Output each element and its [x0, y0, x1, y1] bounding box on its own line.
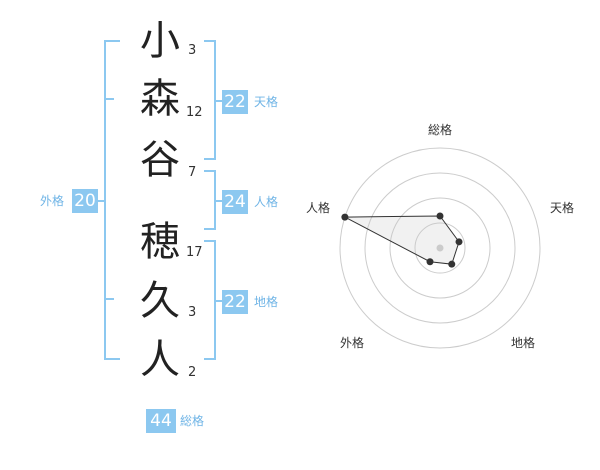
chikaku-label: 地格: [254, 295, 279, 309]
radar-center: [436, 244, 444, 252]
radar-point-2: [455, 238, 463, 246]
name-char-4: 穂: [140, 219, 180, 265]
radar-ring: [339, 147, 541, 349]
radar-point-3: [448, 260, 456, 268]
radar-axis-label-chikaku: 地格: [511, 336, 536, 350]
radar-axis-label-gaikaku: 外格: [340, 336, 365, 350]
chikaku-badge: 22: [222, 290, 248, 314]
gaikaku-label: 外格: [40, 194, 65, 208]
tenkaku-connector: [214, 100, 222, 102]
stroke-count-3: 7: [188, 165, 197, 180]
stroke-count-6: 2: [188, 365, 197, 380]
radar-series-line: [344, 215, 460, 265]
tenkaku-badge: 22: [222, 90, 248, 114]
jinkaku-connector: [214, 200, 222, 202]
radar-ring: [414, 222, 466, 274]
stroke-count-4: 17: [186, 245, 203, 260]
chikaku-connector: [214, 300, 222, 302]
name-char-6: 人: [140, 337, 180, 383]
stroke-count-5: 3: [188, 305, 197, 320]
soukaku-badge: 44: [146, 409, 176, 433]
radar-axis-label-tenkaku: 天格: [550, 201, 575, 215]
stroke-count-2: 12: [186, 105, 203, 120]
bracket-tick: [104, 298, 114, 300]
radar-point-1: [436, 212, 444, 220]
radar-point-4: [426, 258, 434, 266]
gaikaku-connector: [98, 200, 106, 202]
name-char-3: 谷: [140, 137, 180, 183]
radar-ring: [389, 197, 491, 299]
gaikaku-badge: 20: [72, 189, 98, 213]
jinkaku-badge: 24: [222, 190, 248, 214]
bracket-tick: [104, 98, 114, 100]
radar-axis-label-jinkaku: 人格: [306, 201, 331, 215]
jinkaku-label: 人格: [254, 195, 279, 209]
radar-point-5: [341, 213, 349, 221]
name-char-5: 久: [140, 278, 180, 324]
name-char-1: 小: [140, 18, 180, 64]
name-char-2: 森: [140, 76, 180, 122]
radar-ring: [364, 172, 516, 324]
soukaku-label: 総格: [180, 414, 205, 428]
radar-axis-label-soukaku: 総格: [428, 123, 453, 137]
tenkaku-label: 天格: [254, 95, 279, 109]
stroke-count-1: 3: [188, 43, 197, 58]
